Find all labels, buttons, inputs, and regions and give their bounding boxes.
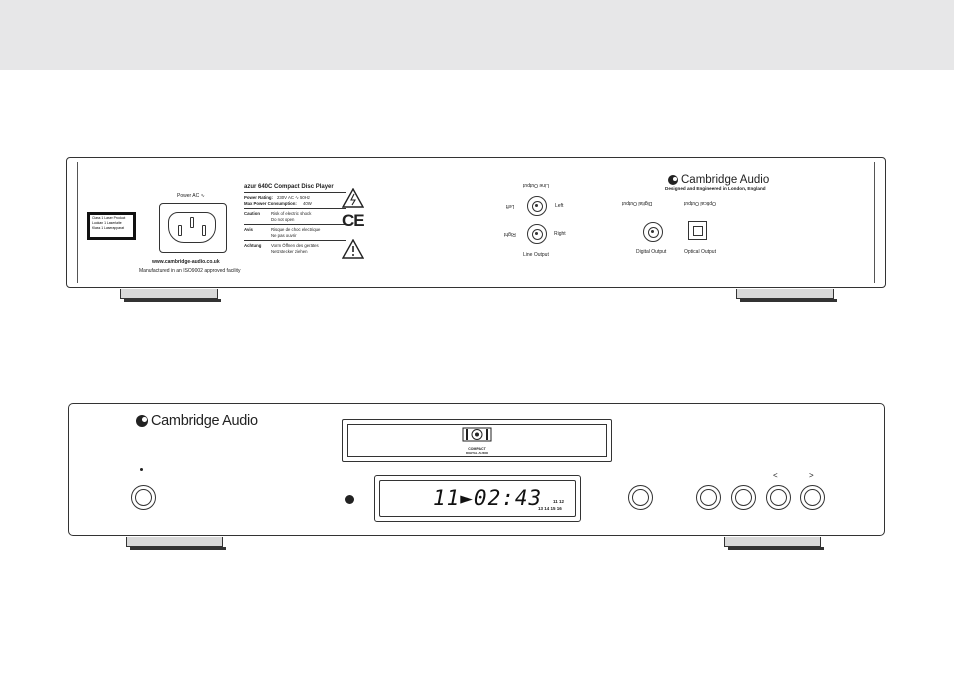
achtung-label: Achtung — [244, 243, 262, 248]
compact-disc-icon — [462, 427, 492, 442]
display-readout: 11►02:43 — [433, 486, 543, 510]
left-label: Left — [555, 203, 564, 209]
spec-achtung-block: Achtung Vorm Öffnen des gerätes Netzsteck… — [244, 241, 346, 256]
power-ac-label: Power AC ∿ — [177, 193, 205, 199]
caution-label: Caution — [244, 211, 260, 216]
skip-back-button[interactable] — [766, 485, 791, 510]
play-pause-button[interactable] — [696, 485, 721, 510]
laser-label-line: Luokan 1 Laserlaite — [92, 221, 122, 225]
rear-side-rail-left — [77, 162, 79, 283]
max-power-label: Max Power Consumption: — [244, 200, 297, 206]
achtung-text: Netzstecker ziehen — [271, 248, 308, 254]
achtung-text: Vorm Öffnen des gerätes — [271, 243, 319, 248]
power-rating-value: 230V AC ∿ 50Hz — [277, 195, 310, 200]
track-grid-row1: 11 12 — [553, 499, 565, 504]
disc-logo-subtext: DIGITAL AUDIO — [465, 451, 489, 455]
lightning-warning-icon — [342, 188, 364, 208]
digital-output-label: Digital Output — [636, 249, 667, 255]
website-text: www.cambridge-audio.co.uk — [152, 259, 220, 265]
lcd-display: 11►02:43 11 12 13 14 15 16 — [374, 475, 581, 522]
max-power-value: 40W — [303, 200, 312, 206]
brand-mark-icon — [136, 415, 148, 427]
avis-label: Avis — [244, 227, 253, 232]
digital-coax-output-jack[interactable] — [643, 222, 663, 242]
right-label-inverted: Right — [504, 231, 516, 237]
avis-text: Ne pas ouvrir — [271, 232, 297, 238]
power-rating-label: Power Rating: — [244, 195, 273, 200]
rear-brand-logo: Cambridge Audio — [668, 174, 769, 186]
rear-foot-left — [120, 289, 221, 302]
brand-mark-icon — [668, 175, 678, 185]
skip-forward-label: > — [809, 471, 814, 480]
exclamation-warning-icon — [342, 239, 364, 259]
optical-output-label: Optical Output — [684, 249, 716, 255]
skip-forward-button[interactable] — [800, 485, 825, 510]
disc-logo-text: COMPACT — [468, 447, 486, 451]
open-close-button[interactable] — [628, 485, 653, 510]
rear-panel: Class 1 Laser Product Luokan 1 Laserlait… — [66, 157, 886, 288]
header-band — [0, 0, 954, 70]
power-button[interactable] — [131, 485, 156, 510]
right-label: Right — [554, 231, 566, 237]
power-socket-inner — [168, 212, 216, 243]
power-pin — [202, 225, 206, 236]
laser-label-line: Class 1 Laser Product — [92, 216, 126, 220]
standby-led — [140, 468, 143, 471]
front-foot-left — [126, 537, 226, 550]
laser-label-line: Klass 1 Laserapparat — [92, 226, 125, 230]
disc-tray[interactable] — [342, 419, 612, 462]
avis-text: Risque de choc electrique — [271, 227, 321, 232]
front-brand-logo: Cambridge Audio — [136, 413, 258, 429]
lcd-display-window — [379, 480, 576, 517]
spec-title: azur 640C Compact Disc Player — [244, 184, 346, 193]
ir-sensor — [345, 495, 354, 504]
power-pin — [178, 225, 182, 236]
spec-table: azur 640C Compact Disc Player Power Rati… — [244, 184, 346, 256]
skip-back-label: < — [773, 471, 778, 480]
caution-text: Risk of electric shock — [271, 211, 312, 216]
line-output-label-inverted: Line Output — [523, 182, 549, 188]
spec-power-block: Power Rating: 230V AC ∿ 50Hz Max Power Co… — [244, 193, 346, 209]
power-socket[interactable] — [159, 203, 227, 253]
line-output-left-jack[interactable] — [527, 196, 547, 216]
laser-class-label: Class 1 Laser Product Luokan 1 Laserlait… — [87, 212, 136, 240]
compact-disc-logo: COMPACT DIGITAL AUDIO — [462, 427, 492, 455]
digital-output-label-inverted: Digital Output — [622, 200, 653, 206]
line-output-right-jack[interactable] — [527, 224, 547, 244]
track-grid-row2: 13 14 15 16 — [538, 506, 562, 511]
spec-avis-block: Avis Risque de choc electrique Ne pas ouv… — [244, 225, 346, 241]
front-brand-text: Cambridge Audio — [151, 413, 258, 429]
spec-caution-block: Caution Risk of electric shock Do not ope… — [244, 209, 346, 225]
stop-button[interactable] — [731, 485, 756, 510]
front-foot-right — [724, 537, 824, 550]
rear-brand-text: Cambridge Audio — [681, 174, 770, 186]
optical-output-label-inverted: Optical Output — [684, 200, 716, 206]
power-pin-earth — [190, 217, 194, 228]
brand-tagline: Designed and Engineered in London, Engla… — [665, 186, 766, 191]
rear-side-rail-right — [873, 162, 875, 283]
optical-output-port[interactable] — [688, 221, 707, 240]
ce-mark-icon: CE — [342, 211, 365, 230]
left-label-inverted: Left — [506, 203, 515, 209]
line-output-label: Line Output — [523, 252, 549, 258]
rear-foot-right — [736, 289, 837, 302]
iso-note: Manufactured in an ISO9002 approved faci… — [139, 268, 241, 274]
caution-text: Do not open — [271, 216, 295, 222]
front-panel: Cambridge Audio COMPACT DIGITAL AUDIO 11… — [68, 403, 885, 536]
disc-tray-inner — [347, 424, 607, 457]
